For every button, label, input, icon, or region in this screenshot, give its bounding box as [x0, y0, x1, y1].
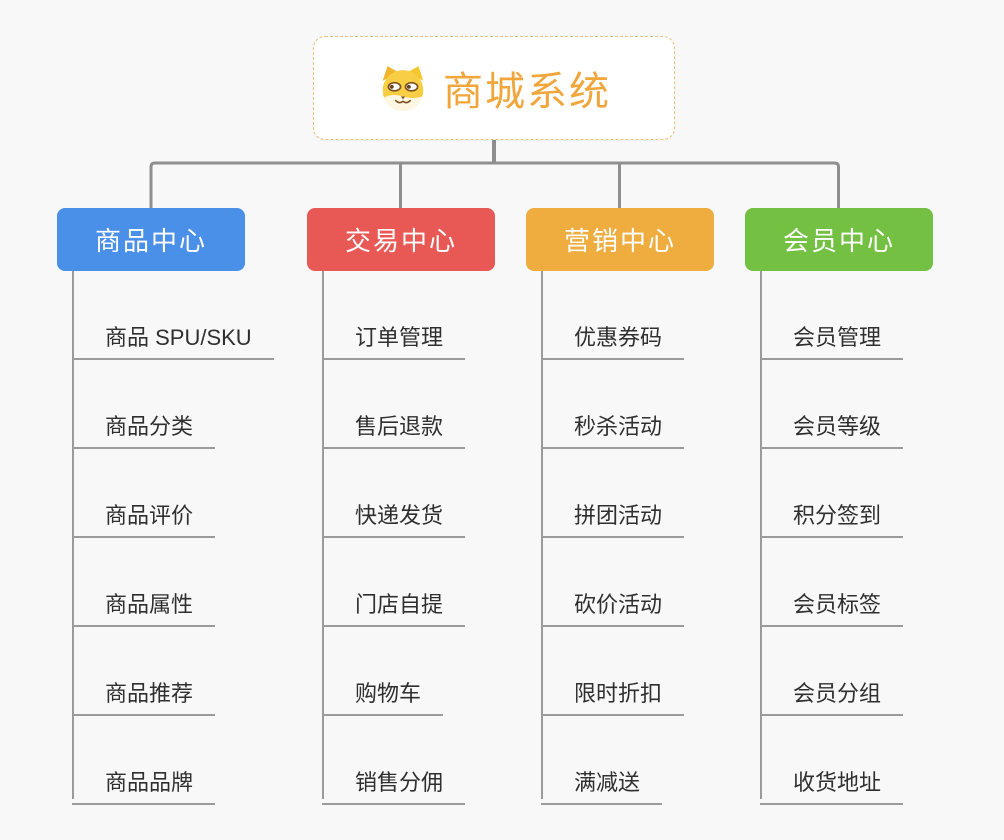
topic-node[interactable]: 砍价活动 [541, 587, 685, 627]
leaf-row: 订单管理 [322, 271, 495, 360]
branch-spine-line [760, 271, 762, 799]
leaf-row: 门店自提 [322, 538, 495, 627]
leaf-row: 会员分组 [760, 627, 933, 716]
leaf-row: 满减送 [541, 716, 714, 805]
leaf-row: 秒杀活动 [541, 360, 714, 449]
leaf-row: 商品推荐 [72, 627, 274, 716]
branch-column-member: 会员中心 会员管理 会员等级 积分签到 会员标签 会员分组 收货地址 [745, 208, 933, 805]
topic-node[interactable]: 订单管理 [322, 320, 466, 360]
branch-spine-line [322, 271, 324, 799]
leaf-row: 会员标签 [760, 538, 933, 627]
topic-node[interactable]: 限时折扣 [541, 676, 685, 716]
branch-column-marketing: 营销中心 优惠券码 秒杀活动 拼团活动 砍价活动 限时折扣 满减送 [526, 208, 714, 805]
topic-node[interactable]: 会员等级 [760, 409, 904, 449]
doge-face-icon [382, 66, 424, 111]
leaf-row: 商品分类 [72, 360, 274, 449]
topic-node[interactable]: 售后退款 [322, 409, 466, 449]
branch-node-product-center[interactable]: 商品中心 [57, 208, 245, 271]
topic-node[interactable]: 购物车 [322, 676, 444, 716]
branch-spine-line [541, 271, 543, 799]
branch-node-member-center[interactable]: 会员中心 [745, 208, 933, 271]
topic-node[interactable]: 会员标签 [760, 587, 904, 627]
leaf-row: 优惠券码 [541, 271, 714, 360]
leaf-row: 快递发货 [322, 449, 495, 538]
leaf-row: 商品属性 [72, 538, 274, 627]
topic-node[interactable]: 销售分佣 [322, 765, 466, 805]
topic-node[interactable]: 商品属性 [72, 587, 216, 627]
leaf-row: 商品评价 [72, 449, 274, 538]
topic-node[interactable]: 商品品牌 [72, 765, 216, 805]
topic-node[interactable]: 商品分类 [72, 409, 216, 449]
branch-node-marketing-center[interactable]: 营销中心 [526, 208, 714, 271]
leaf-row: 销售分佣 [322, 716, 495, 805]
branch-column-trade: 交易中心 订单管理 售后退款 快递发货 门店自提 购物车 销售分佣 [307, 208, 495, 805]
topic-node[interactable]: 会员管理 [760, 320, 904, 360]
topic-node[interactable]: 秒杀活动 [541, 409, 685, 449]
leaf-row: 拼团活动 [541, 449, 714, 538]
branch-rail-line [149, 161, 840, 209]
leaf-row: 商品品牌 [72, 716, 274, 805]
root-title: 商城系统 [443, 70, 611, 114]
topic-node[interactable]: 优惠券码 [541, 320, 685, 360]
branch-spine-line [72, 271, 74, 799]
topic-node[interactable]: 商品评价 [72, 498, 216, 538]
topic-node[interactable]: 收货地址 [760, 765, 904, 805]
leaf-row: 会员等级 [760, 360, 933, 449]
root-node[interactable]: 商城系统 [313, 36, 675, 140]
leaf-row: 限时折扣 [541, 627, 714, 716]
leaf-row: 砍价活动 [541, 538, 714, 627]
topic-node[interactable]: 会员分组 [760, 676, 904, 716]
topic-node[interactable]: 门店自提 [322, 587, 466, 627]
topic-node[interactable]: 满减送 [541, 765, 663, 805]
leaf-row: 会员管理 [760, 271, 933, 360]
leaf-row: 售后退款 [322, 360, 495, 449]
leaf-row: 积分签到 [760, 449, 933, 538]
branch-node-trade-center[interactable]: 交易中心 [307, 208, 495, 271]
topic-node[interactable]: 商品 SPU/SKU [72, 320, 274, 360]
topic-node[interactable]: 拼团活动 [541, 498, 685, 538]
topic-node[interactable]: 积分签到 [760, 498, 904, 538]
topic-node[interactable]: 快递发货 [322, 498, 466, 538]
branch-column-product: 商品中心 商品 SPU/SKU 商品分类 商品评价 商品属性 商品推荐 商品品牌 [57, 208, 274, 805]
leaf-row: 收货地址 [760, 716, 933, 805]
topic-node[interactable]: 商品推荐 [72, 676, 216, 716]
leaf-row: 商品 SPU/SKU [72, 271, 274, 360]
leaf-row: 购物车 [322, 627, 495, 716]
